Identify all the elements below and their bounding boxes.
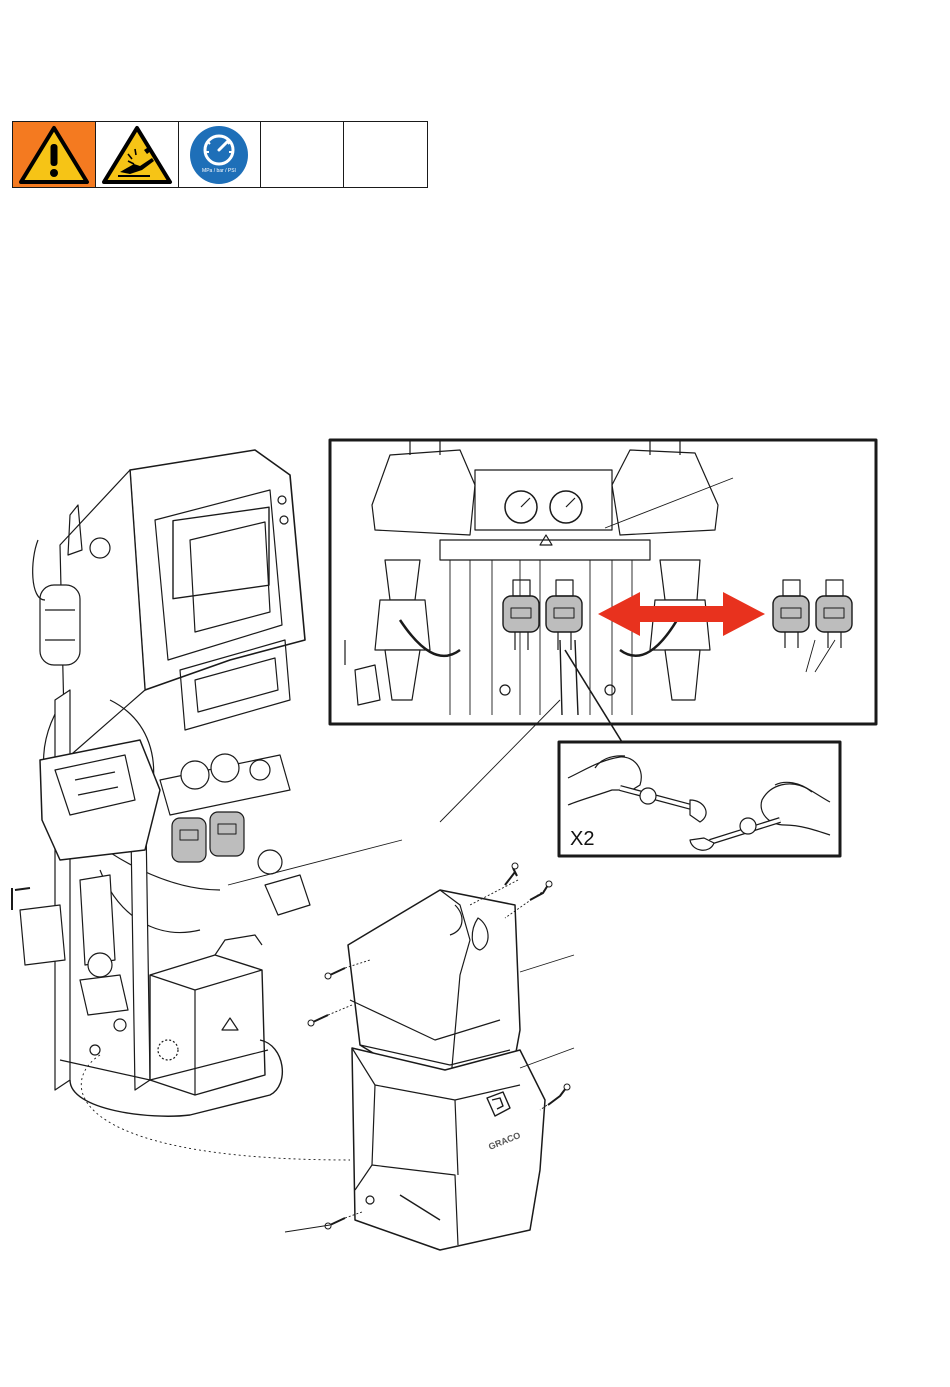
skin-injection-cell: [96, 122, 179, 187]
skin-injection-hazard-icon: [100, 124, 174, 186]
pressure-relief-cell: MPa / bar / PSI: [179, 122, 262, 187]
inset-filter-right: [546, 596, 582, 632]
main-figure: X2 GRACO: [0, 430, 950, 1270]
empty-cell-5: [344, 122, 427, 187]
general-warning-icon: [17, 124, 91, 186]
empty-cell-4: [261, 122, 344, 187]
inset-filter-left: [503, 596, 539, 632]
multiplier-label: X2: [570, 828, 594, 850]
warning-cell: [13, 122, 96, 187]
pressure-units-label: MPa / bar / PSI: [203, 168, 237, 174]
removed-filter-right: [816, 596, 852, 632]
removed-filter-left: [773, 596, 809, 632]
safety-symbol-row: MPa / bar / PSI: [12, 121, 428, 188]
pressure-relief-procedure-icon: MPa / bar / PSI: [186, 124, 252, 186]
exploded-covers: GRACO: [285, 863, 574, 1250]
wrench-detail: X2: [559, 742, 840, 856]
